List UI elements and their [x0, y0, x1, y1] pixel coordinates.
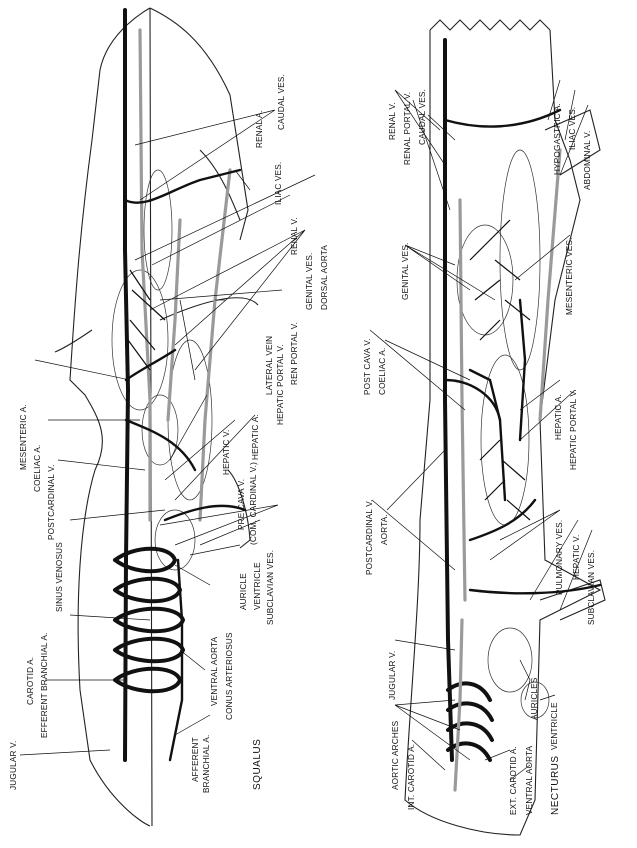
- n-label-ventricle: VENTRICLE: [550, 702, 559, 750]
- n-label-abdominal-v: ABDOMINAL V.: [583, 130, 592, 190]
- n-label-ext-carotid-a: EXT. CAROTID A.: [509, 746, 518, 815]
- n-label-renal-v: RENAL V.: [388, 102, 397, 140]
- n-label-jugular-v: JUGULAR V.: [388, 651, 397, 700]
- n-label-aorta: AORTA.: [380, 514, 389, 545]
- label-ren-portal-v: REN PORTAL V.: [290, 322, 299, 385]
- label-lateral-vein: LATERAL VEIN: [265, 336, 274, 395]
- label-com-cardinal-v: (COM. CARDINAL V.): [249, 462, 258, 545]
- label-postcardinal-v: POSTCARDINAL V.: [47, 464, 56, 540]
- label-jugular-v: JUGULAR V.: [9, 741, 18, 790]
- label-subclavian-ves: SUBCLAVIAN VES.: [266, 550, 275, 625]
- n-label-aortic-arches: AORTIC ARCHES: [391, 720, 400, 790]
- label-branchial-a: BRANCHIAL A.: [202, 734, 211, 793]
- label-coeliac-a: COELIAC A.: [33, 444, 42, 492]
- label-genital-ves: GENITAL VES.: [305, 253, 314, 310]
- necturus-heart-auricles: [488, 628, 532, 692]
- label-dorsal-aorta: DORSAL AORTA: [320, 245, 329, 310]
- squalus-hepatic-portal: [168, 220, 180, 420]
- necturus-gonad: [457, 225, 513, 335]
- n-label-post-cava-v: POST CAVA V.: [363, 338, 372, 395]
- n-label-auricles: AURICLES: [530, 677, 539, 720]
- label-ventral-aorta: VENTRAL AORTA: [210, 636, 219, 706]
- n-label-pulmonary-ves: PULMONARY VES.: [555, 520, 564, 595]
- label-renal-v: RENAL V.: [290, 217, 299, 255]
- necturus-post-cava: [470, 370, 505, 500]
- n-label-int-carotid-a: INT. CAROTID A.: [407, 744, 416, 810]
- n-label-hepatic-a: HEPATIC A.: [554, 394, 563, 440]
- necturus-title: NECTURUS: [550, 755, 561, 815]
- n-label-ventral-aorta: VENTRAL AORTA: [525, 745, 534, 815]
- necturus-figure: RENAL V. RENAL PORTAL V. CAUDAL VES. HYP…: [363, 20, 605, 835]
- n-label-hypogastric-a: HYPOGASTRIC A.: [553, 103, 562, 175]
- label-efferent-branchial-a: EFFERENT BRANCHIAL A.: [40, 632, 49, 738]
- necturus-postcardinal: [460, 200, 465, 600]
- n-label-caudal-ves: CAUDAL VES.: [418, 89, 427, 145]
- n-label-iliac-ves: ILIAC VES.: [568, 107, 577, 150]
- label-pre-cava-v: PRE CAVA V.: [237, 479, 246, 530]
- label-hepatic-v: HEPATIC V.: [222, 429, 231, 475]
- squalus-dorsal-aorta: [125, 10, 128, 760]
- squalus-gonad: [112, 270, 168, 410]
- n-label-postcardinal-v: POSTCARDINAL V.: [365, 499, 374, 575]
- label-iliac-ves: ILIAC VES.: [274, 162, 283, 205]
- n-label-coeliac-a: COELIAC A.: [378, 347, 387, 395]
- label-caudal-ves: CAUDAL VES.: [277, 74, 286, 130]
- n-label-hepatic-portal-v: HEPATIC PORTAL V.: [569, 389, 578, 470]
- label-hepatic-portal-v: HEPATIC PORTAL V.: [276, 344, 285, 425]
- label-afferent: AFFERENT: [191, 737, 200, 782]
- label-mesenteric-a: MESENTERIC A.: [19, 404, 28, 470]
- label-auricle: AURICLE: [239, 573, 248, 610]
- label-sinus-venosus: SINUS VENOSUS: [55, 542, 64, 612]
- necturus-tail-tip: [430, 20, 550, 30]
- n-label-mesenteric-ves: MESENTERIC VES.: [565, 237, 574, 315]
- squalus-figure: CAUDAL VES. ILIAC VES. RENAL A. DORSAL A…: [9, 8, 329, 826]
- label-conus-arteriosus: CONUS ARTERIOSUS: [225, 632, 234, 720]
- n-label-subclavian-ves: SUBCLAVIAN VES.: [587, 550, 596, 625]
- necturus-liver-branches: [480, 440, 530, 520]
- necturus-pulmonary: [470, 500, 535, 540]
- label-ventricle: VENTRICLE: [253, 562, 262, 610]
- label-renal-a: RENAL A.: [255, 110, 264, 148]
- label-carotid-a: CAROTID A.: [26, 657, 35, 705]
- n-label-renal-portal-v: RENAL PORTAL V.: [403, 92, 412, 165]
- n-label-hepatic-v: HEPATIC V.: [572, 534, 581, 580]
- squalus-dorsal-fin: [55, 298, 258, 352]
- necturus-hypogastric: [445, 110, 560, 127]
- necturus-lung: [500, 150, 540, 370]
- label-hepatic-a: HEPATIC A.: [251, 414, 260, 460]
- squalus-coeliac: [126, 420, 195, 470]
- necturus-abdominal-v: [540, 150, 560, 420]
- squalus-title: SQUALUS: [252, 739, 263, 790]
- necturus-aorta: [445, 40, 452, 760]
- n-label-genital-ves: GENITAL VES.: [401, 243, 410, 300]
- squalus-labels: CAUDAL VES. ILIAC VES. RENAL A. DORSAL A…: [9, 74, 329, 793]
